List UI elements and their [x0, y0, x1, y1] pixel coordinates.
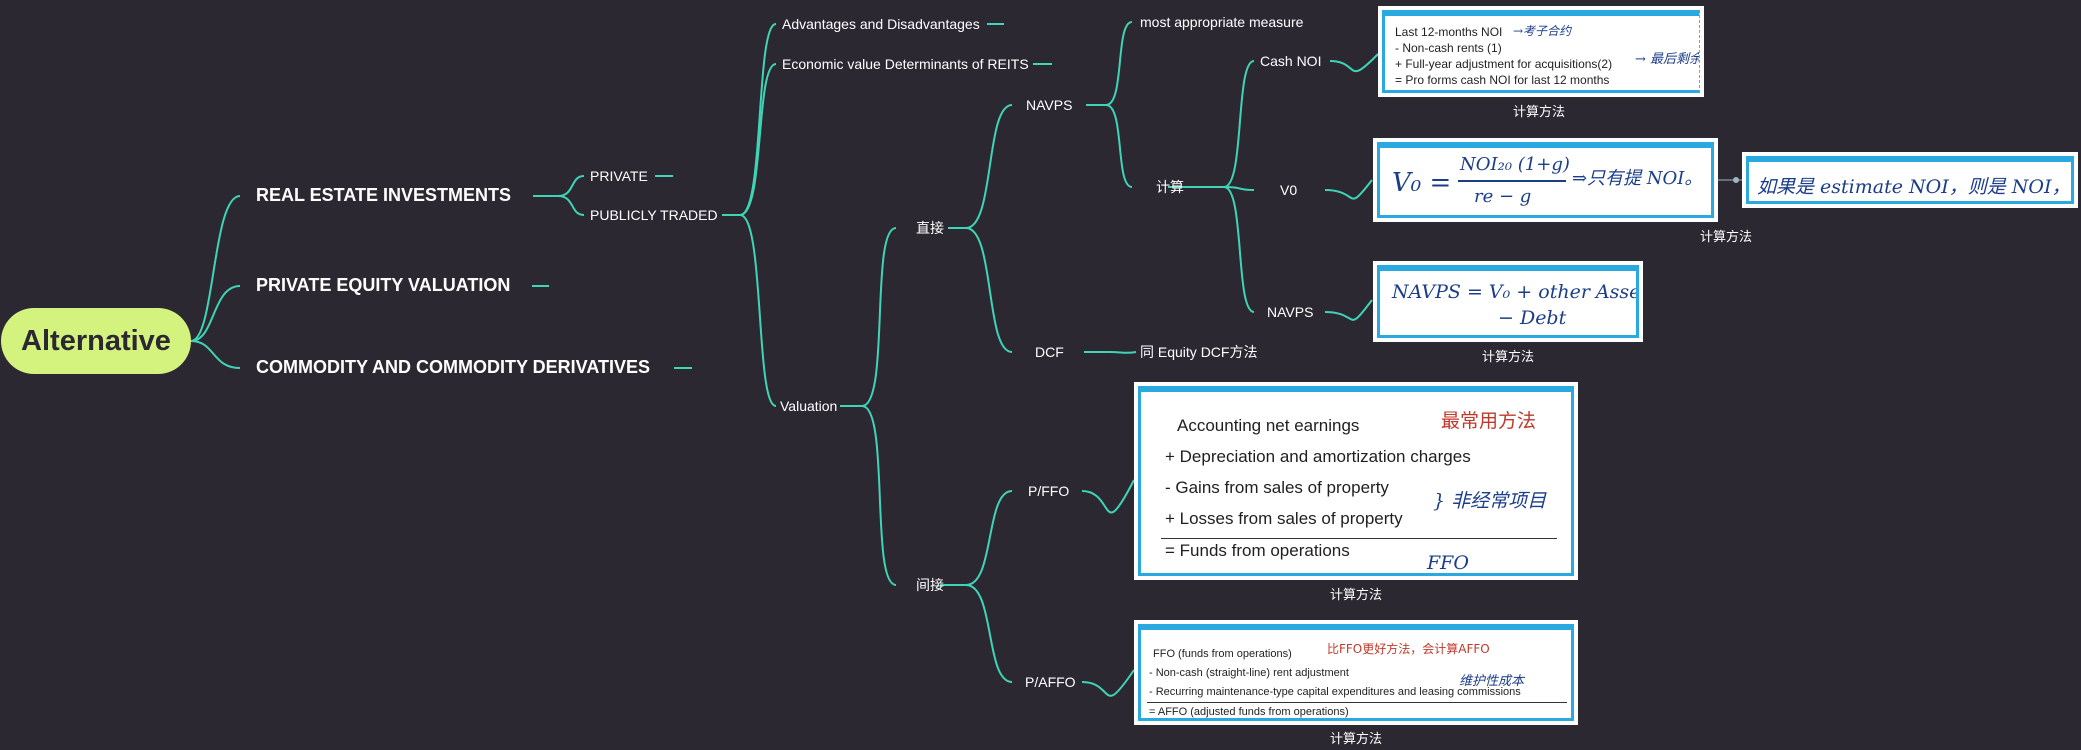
v0-note: ⇒只有提 NOI。: [1572, 168, 1703, 189]
node-p-affo[interactable]: P/AFFO: [1025, 674, 1076, 690]
affo-line-3: - Recurring maintenance-type capital exp…: [1149, 686, 1521, 698]
node-private[interactable]: PRIVATE: [590, 168, 648, 184]
node-cash-noi[interactable]: Cash NOI: [1260, 53, 1322, 69]
root-node[interactable]: Alternative: [1, 308, 191, 374]
node-most-appropriate-measure[interactable]: most appropriate measure: [1140, 14, 1304, 30]
navps-formula-line-1: NAVPS = V₀ + other Asset: [1392, 281, 1639, 303]
cash-noi-line-4: = Pro forms cash NOI for last 12 months: [1395, 73, 1610, 87]
v0-fraction-bar: [1458, 180, 1566, 182]
v0-extra-note: 如果是 estimate NOI，则是 NOI，: [1757, 176, 2071, 198]
node-p-ffo[interactable]: P/FFO: [1028, 483, 1070, 499]
node-private-equity-valuation[interactable]: PRIVATE EQUITY VALUATION: [256, 275, 511, 295]
v0-numerator: NOI₂₀ (1+g): [1460, 154, 1570, 175]
caption-ffo: 计算方法: [1330, 587, 1383, 602]
caption-cash-noi: 计算方法: [1513, 104, 1566, 119]
node-dcf[interactable]: DCF: [1035, 344, 1064, 360]
caption-v0: 计算方法: [1700, 229, 1753, 244]
affo-hand-note: 维护性成本: [1459, 674, 1525, 689]
node-direct[interactable]: 直接: [916, 220, 944, 236]
node-indirect[interactable]: 间接: [916, 577, 944, 593]
node-commodity-derivatives[interactable]: COMMODITY AND COMMODITY DERIVATIVES: [256, 357, 651, 377]
node-economic-value-determinants[interactable]: Economic value Determinants of REITS: [782, 56, 1029, 72]
cash-noi-line-3: + Full-year adjustment for acquisitions(…: [1395, 57, 1613, 71]
node-valuation[interactable]: Valuation: [780, 398, 838, 414]
node-publicly-traded[interactable]: PUBLICLY TRADED: [590, 207, 718, 223]
ffo-line-4: + Losses from sales of property: [1165, 509, 1403, 528]
node-navps-calc[interactable]: NAVPS: [1267, 304, 1314, 320]
ffo-red-note: 最常用方法: [1441, 410, 1537, 432]
card-navps-image[interactable]: NAVPS = V₀ + other Asset − Debt: [1373, 261, 1643, 342]
affo-red-note: 比FFO更好方法，会计算AFFO: [1327, 642, 1490, 656]
card-cash-noi-image[interactable]: Last 12-months NOI - Non-cash rents (1) …: [1378, 6, 1704, 97]
card-affo-image[interactable]: FFO (funds from operations) - Non-cash (…: [1134, 620, 1578, 725]
node-advantages-disadvantages[interactable]: Advantages and Disadvantages: [782, 16, 980, 32]
navps-formula-line-2: − Debt: [1498, 307, 1567, 329]
ffo-hand-label: FFO: [1427, 552, 1469, 574]
v0-formula-left: V₀ =: [1392, 168, 1452, 198]
node-same-equity-dcf[interactable]: 同 Equity DCF方法: [1140, 344, 1258, 360]
affo-line-1: FFO (funds from operations): [1153, 648, 1292, 660]
ffo-line-5: = Funds from operations: [1165, 541, 1350, 560]
card-v0-image[interactable]: V₀ = NOI₂₀ (1+g) re − g ⇒只有提 NOI。: [1373, 138, 1718, 222]
ffo-hand-note: } 非经常项目: [1433, 490, 1547, 512]
ffo-line-2: + Depreciation and amortization charges: [1165, 447, 1471, 466]
v0-denominator: re − g: [1474, 186, 1532, 207]
affo-line-4: = AFFO (adjusted funds from operations): [1149, 706, 1349, 718]
node-navps[interactable]: NAVPS: [1026, 97, 1073, 113]
cash-noi-line-2: - Non-cash rents (1): [1395, 41, 1502, 55]
cash-noi-handnote-2: → 最后剩余: [1635, 52, 1700, 67]
node-real-estate-investments[interactable]: REAL ESTATE INVESTMENTS: [256, 185, 512, 205]
ffo-line-3: - Gains from sales of property: [1165, 478, 1389, 497]
card-ffo-image[interactable]: Accounting net earnings + Depreciation a…: [1134, 382, 1578, 580]
ffo-divider: [1161, 538, 1557, 539]
ffo-line-1: Accounting net earnings: [1177, 416, 1360, 435]
affo-line-2: - Non-cash (straight-line) rent adjustme…: [1149, 667, 1349, 679]
cash-noi-handnote-1: →考子合约: [1513, 24, 1572, 38]
card-v0-extra-image[interactable]: 如果是 estimate NOI，则是 NOI，: [1742, 152, 2078, 208]
node-v0[interactable]: V0: [1280, 182, 1298, 198]
caption-navps: 计算方法: [1482, 349, 1535, 364]
node-calc[interactable]: 计算: [1156, 179, 1184, 195]
caption-affo: 计算方法: [1330, 731, 1383, 746]
cash-noi-line-1: Last 12-months NOI: [1395, 25, 1503, 39]
affo-divider: [1147, 702, 1567, 703]
